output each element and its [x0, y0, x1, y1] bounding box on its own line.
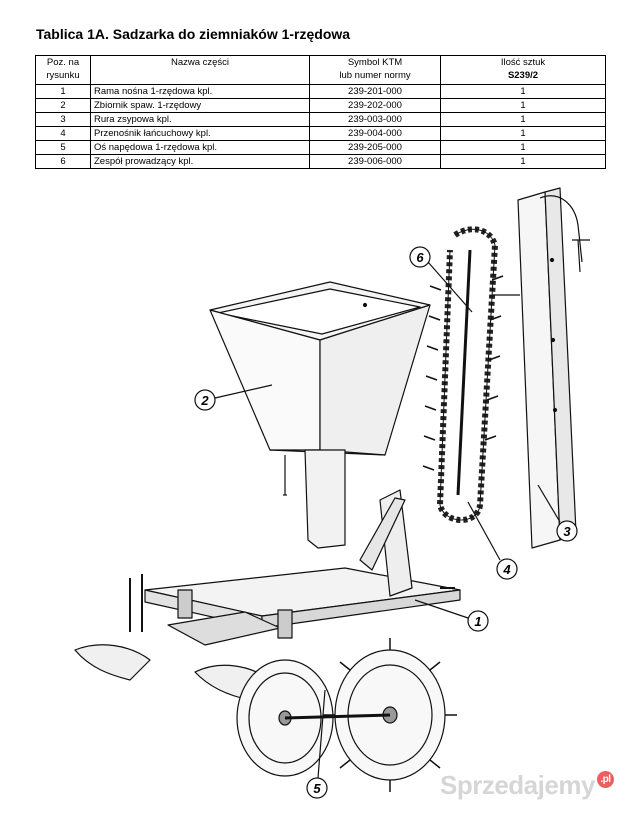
chain-conveyor-part: [422, 226, 520, 523]
svg-text:1: 1: [474, 614, 481, 629]
cell-pos: 4: [35, 126, 91, 141]
header-position: Poz. na rysunku: [35, 55, 91, 85]
header-name: Nazwa części: [90, 55, 310, 85]
cell-name: Zespół prowadzący kpl.: [90, 154, 310, 169]
support-frame-part: [74, 489, 461, 701]
header-symbol: Symbol KTM lub numer normy: [309, 55, 441, 85]
parts-table: Poz. na rysunku Nazwa części Symbol KTM …: [35, 55, 606, 169]
cell-name: Oś napędowa 1-rzędowa kpl.: [90, 140, 310, 155]
callout-5: 5: [306, 689, 328, 799]
cell-name: Zbiornik spaw. 1-rzędowy: [90, 98, 310, 113]
callout-1: 1: [414, 599, 489, 632]
watermark-text: Sprzedajemy: [440, 770, 595, 800]
callout-2: 2: [194, 384, 273, 411]
table-row: 5 Oś napędowa 1-rzędowa kpl. 239-205-000…: [35, 140, 606, 155]
cell-qty: 1: [440, 112, 606, 127]
callout-labels: 1 2 3 4 5 6: [194, 246, 578, 799]
cell-qty: 1: [440, 154, 606, 169]
cell-qty: 1: [440, 84, 606, 99]
watermark-badge: .pl: [596, 771, 614, 788]
cell-symbol: 239-004-000: [309, 126, 441, 141]
chute-pipe-part: [517, 187, 590, 549]
exploded-view-drawing: 1 2 3 4 5 6: [74, 187, 590, 799]
svg-text:2: 2: [200, 393, 209, 408]
cell-symbol: 239-201-000: [309, 84, 441, 99]
cell-pos: 6: [35, 154, 91, 169]
cell-qty: 1: [440, 140, 606, 155]
svg-text:6: 6: [416, 250, 424, 265]
cell-name: Rama nośna 1-rzędowa kpl.: [90, 84, 310, 99]
header-quantity: Ilość sztuk S239/2: [440, 55, 606, 85]
table-row: 6 Zespół prowadzący kpl. 239-006-000 1: [35, 154, 606, 169]
table-row: 1 Rama nośna 1-rzędowa kpl. 239-201-000 …: [35, 84, 606, 99]
table-row: 2 Zbiornik spaw. 1-rzędowy 239-202-000 1: [35, 98, 606, 113]
cell-symbol: 239-202-000: [309, 98, 441, 113]
watermark: Sprzedajemy.pl: [440, 770, 614, 801]
cell-qty: 1: [440, 98, 606, 113]
cell-pos: 2: [35, 98, 91, 113]
cell-symbol: 239-205-000: [309, 140, 441, 155]
table-row: 3 Rura zsypowa kpl. 239-003-000 1: [35, 112, 606, 127]
table-header-row: Poz. na rysunku Nazwa części Symbol KTM …: [35, 55, 606, 85]
cell-symbol: 239-003-000: [309, 112, 441, 127]
callout-6: 6: [409, 246, 473, 313]
cell-pos: 1: [35, 84, 91, 99]
cell-pos: 3: [35, 112, 91, 127]
callout-3: 3: [537, 484, 578, 542]
callout-4: 4: [467, 501, 518, 580]
cell-symbol: 239-006-000: [309, 154, 441, 169]
drive-wheels-part: [236, 638, 457, 792]
svg-text:4: 4: [502, 562, 511, 577]
cell-pos: 5: [35, 140, 91, 155]
cell-name: Przenośnik łańcuchowy kpl.: [90, 126, 310, 141]
hopper-part: [209, 281, 431, 549]
svg-text:5: 5: [313, 781, 321, 796]
cell-name: Rura zsypowa kpl.: [90, 112, 310, 127]
page-title: Tablica 1A. Sadzarka do ziemniaków 1-rzę…: [36, 26, 351, 42]
svg-text:3: 3: [563, 524, 571, 539]
cell-qty: 1: [440, 126, 606, 141]
table-row: 4 Przenośnik łańcuchowy kpl. 239-004-000…: [35, 126, 606, 141]
